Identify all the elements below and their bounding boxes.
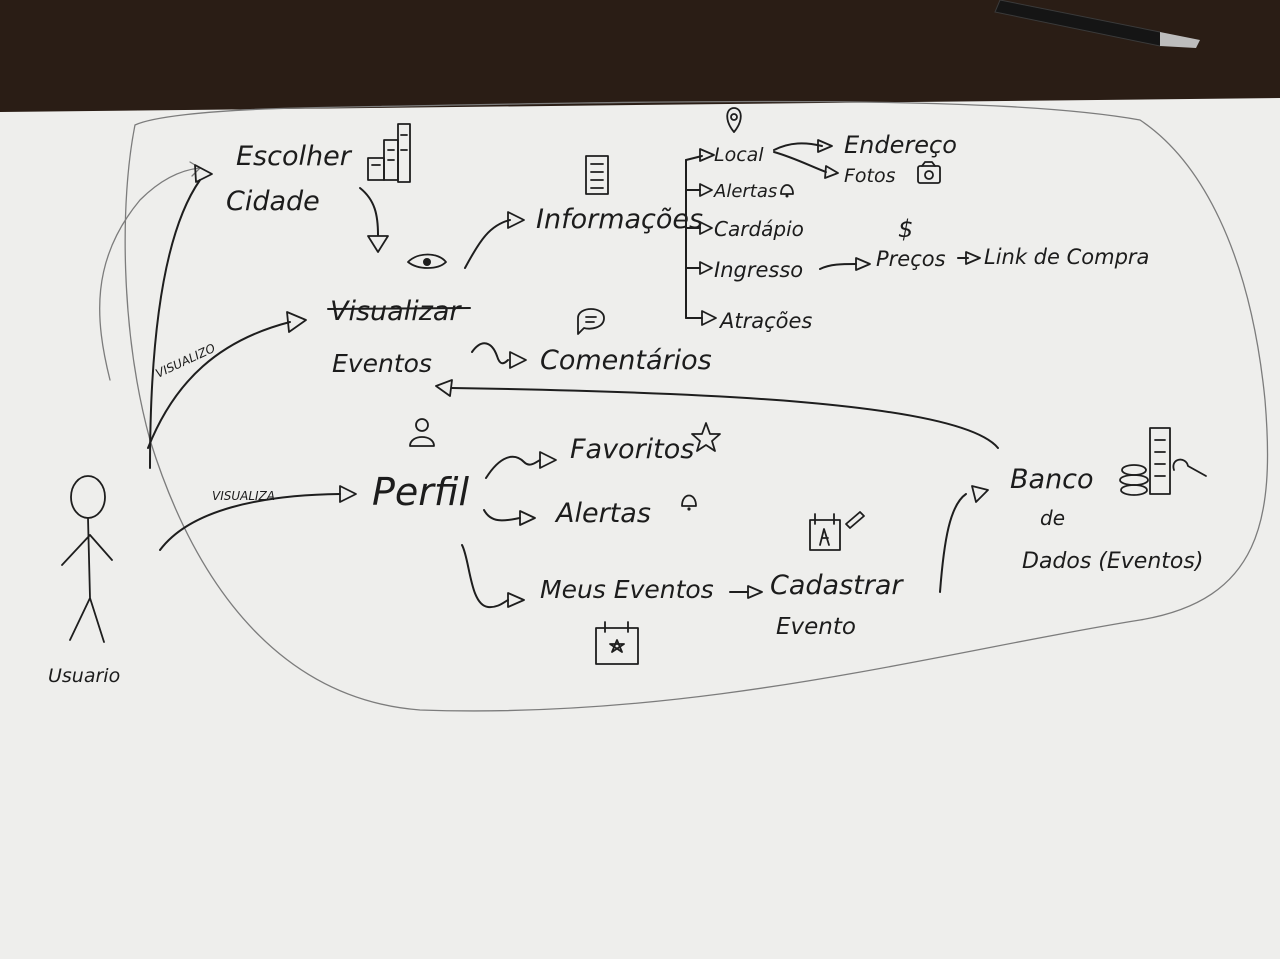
city-buildings-icon	[367, 123, 411, 183]
camera-icon	[917, 161, 941, 184]
node-evento: Evento	[776, 614, 856, 640]
arrow-head	[509, 351, 527, 369]
arrow-user-escolher	[149, 179, 201, 469]
visualizo-connector	[99, 167, 201, 381]
arrow-cadastrar-banco	[939, 493, 967, 593]
eye-icon	[407, 253, 447, 269]
node-local: Local	[714, 144, 764, 166]
calendar-icon	[809, 513, 841, 551]
node-alertas-perfil: Alertas	[554, 498, 651, 529]
edge-label-visualiza: VISUALIZA	[212, 489, 275, 503]
list-document-icon	[1149, 427, 1171, 495]
person-icon	[409, 418, 435, 447]
arrow-eventos-comentarios	[471, 342, 509, 365]
arrow-perfil-alertas	[483, 509, 521, 522]
dollar-icon: $	[898, 215, 913, 243]
list-document-icon	[585, 155, 609, 195]
database-icon	[1119, 464, 1149, 496]
node-endereco: Endereço	[844, 131, 957, 159]
node-informacoes: Informações	[536, 204, 703, 235]
comment-bubble-icon	[577, 308, 605, 335]
arrow-visualiza	[159, 493, 341, 551]
pen-object	[994, 0, 1200, 48]
arrow-eventos-informacoes	[464, 219, 511, 269]
node-escolher: Escolher	[236, 141, 353, 172]
arrow-head	[286, 311, 307, 333]
node-precos: Preços	[876, 247, 946, 271]
arrow-visualizo	[147, 321, 291, 449]
node-fotos: Fotos	[844, 165, 896, 187]
node-favoritos: Favoritos	[570, 434, 694, 465]
strikethrough-visualizar	[327, 307, 471, 310]
node-de: de	[1040, 506, 1065, 530]
node-perfil: Perfil	[372, 470, 469, 514]
arrow-cidade-visualizar	[359, 187, 379, 236]
arrow-head	[367, 235, 389, 253]
arrow-head	[194, 164, 213, 183]
node-cadastrar: Cadastrar	[770, 570, 904, 601]
arrow-ingresso-precos	[819, 263, 857, 270]
node-visualizar: Visualizar	[330, 296, 462, 327]
node-ingresso: Ingresso	[714, 258, 803, 282]
node-alertas-info: Alertas	[713, 181, 777, 202]
actor-label: Usuario	[48, 665, 120, 687]
location-pin-icon	[726, 107, 742, 133]
node-banco: Banco	[1010, 464, 1094, 495]
arrow-banco-eventos	[451, 387, 999, 449]
arrow-head	[507, 211, 525, 229]
calendar-icon	[595, 621, 639, 665]
node-meus-eventos: Meus Eventos	[540, 575, 714, 604]
arrow-perfil-favoritos	[485, 455, 541, 479]
node-eventos: Eventos	[332, 349, 432, 378]
node-atracoes: Atrações	[718, 309, 812, 333]
arrow-local-fotos	[773, 151, 827, 173]
system-boundary	[124, 100, 1269, 712]
bell-icon	[780, 184, 794, 198]
actor-body	[61, 517, 113, 643]
node-cardapio: Cardápio	[714, 217, 804, 241]
node-comentarios: Comentários	[540, 345, 712, 376]
paper-sheet	[0, 98, 1280, 959]
bell-icon	[681, 494, 697, 511]
pen-icon	[1172, 458, 1207, 477]
pen-icon	[845, 511, 865, 529]
node-cidade: Cidade	[226, 186, 320, 217]
actor-usuario: Usuario	[48, 475, 120, 687]
arrow-perfil-meus-eventos	[461, 544, 509, 609]
node-dados-eventos: Dados (Eventos)	[1022, 549, 1203, 574]
star-icon	[691, 422, 721, 452]
node-link-compra: Link de Compra	[984, 245, 1149, 269]
